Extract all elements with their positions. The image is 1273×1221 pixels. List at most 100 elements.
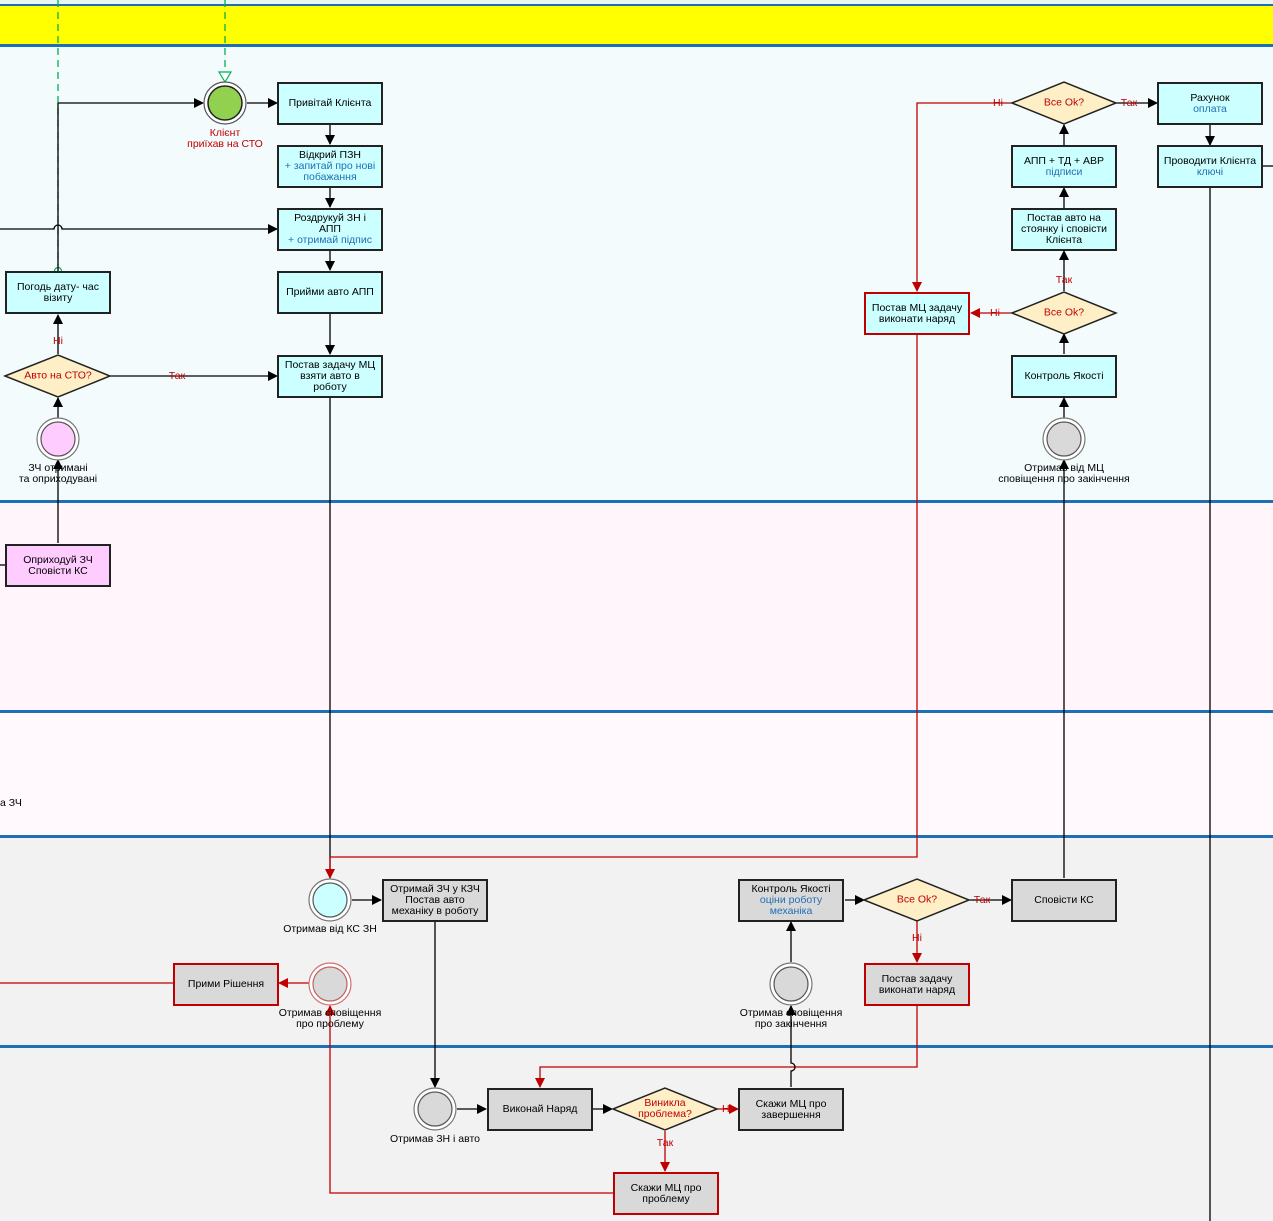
event-got-zn-car [413,1087,457,1131]
task-quality-kc[interactable]: Контроль Якості [1011,355,1117,398]
event-mc-problem-label: Отримав сповіщення про проблему [279,1008,382,1030]
task-subtitle: підписи [1045,165,1083,178]
lane-master [0,838,1273,1045]
event-label-line1: Отримав від МЦ [1024,462,1104,474]
flow-label-yes: Так [656,1137,674,1149]
event-mc-problem [308,962,352,1006]
lane-separator [0,500,1273,503]
gateway-problem-label: Виникла проблема? [638,1097,692,1120]
flow-label-yes: Так [973,894,991,906]
task-title: Оприходуй ЗЧ Сповісти КС [23,553,93,577]
task-subtitle: оплата [1193,102,1227,115]
task-title: Постав задачу виконати наряд [878,972,956,996]
task-tell-done[interactable]: Скажи МЦ про завершення [738,1088,844,1131]
gateway-all-ok-mech-label: Все Ok? [896,893,938,906]
event-label-line2: та оприходувані [18,473,98,485]
gateway-problem [610,1087,720,1131]
gateway-all-ok-top-label: Все Ok? [1043,96,1085,109]
task-assign-mc[interactable]: Постав задачу МЦ взяти авто в роботу [277,355,383,398]
lane-separator [0,4,1273,6]
gateway-all-ok-mid-label: Все Ok? [1043,306,1085,319]
event-label-line1: ЗЧ отримані [28,462,88,474]
event-mc-done-kc [1042,417,1086,461]
task-title: Контроль Якості [751,883,831,895]
flow-label-no: Ні [990,307,1000,319]
task-subtitle: + отримай підпис [288,234,372,246]
task-greet-client[interactable]: Привітай Клієнта [277,82,383,125]
gateway-all-ok-mech [861,878,972,922]
task-subtitle: Постав авто механіку в роботу [391,894,479,917]
task-app-td-avr[interactable]: АПП + ТД + АВР підписи [1011,145,1117,188]
lane-separator [0,835,1273,838]
task-subtitle: ключі [1196,165,1224,178]
lane-separator [0,1045,1273,1048]
flow-label-no: Ні [993,97,1003,109]
lane-top-strip [0,0,1273,6]
event-parts-received-label: ЗЧ отримані та оприходувані [19,463,97,485]
start-event-label: Клієнт приїхав на СТО [187,128,263,150]
task-title: Скажи МЦ про завершення [755,1097,827,1121]
task-quality-mc[interactable]: Контроль Якості оціни роботу механіка [738,879,844,922]
event-label-line2: про проблему [296,1018,364,1030]
event-parts-received [36,417,80,461]
task-title: Отримай ЗЧ у КЗЧ [390,883,480,895]
task-title: Рахунок [1190,91,1230,104]
task-get-parts[interactable]: Отримай ЗЧ у КЗЧ Постав авто механіку в … [382,879,488,922]
task-do-work[interactable]: Виконай Наряд [487,1088,593,1131]
edge-text-fragment: а ЗЧ [0,797,22,809]
task-subtitle: оціни роботу механіка [759,894,823,917]
task-open-pzn[interactable]: Відкрий ПЗН + запитай про нові побажання [277,145,383,188]
task-title: Постав МЦ задачу виконати наряд [871,301,963,325]
gateway-all-ok-mid [1009,291,1119,335]
task-title: Скажи МЦ про проблему [630,1181,702,1205]
task-accept-car[interactable]: Прийми авто АПП [277,271,383,314]
task-title: Постав задачу МЦ взяти авто в роботу [284,359,376,393]
task-print-zn-app[interactable]: Роздрукуй ЗН і АПП + отримай підпис [277,208,383,251]
task-title: Постав авто на стоянку і сповісти Клієнт… [1020,212,1107,246]
start-event [203,81,247,125]
task-title: Погодь дату- час візиту [17,280,99,304]
event-mc-done-kc-label: Отримав від МЦ сповіщення про закінчення [998,463,1130,485]
lane-parts [0,503,1273,710]
flow-label-yes: Так [1120,97,1138,109]
event-mc-done-mech-label: Отримав сповіщення про закінчення [740,1008,843,1030]
flow-label-yes: Так [1055,274,1073,286]
task-invoice[interactable]: Рахунок оплата [1157,82,1263,125]
start-event-label-line2: приїхав на СТО [187,138,263,150]
task-title: Прийми авто АПП [286,286,374,298]
task-subtitle: + запитай про нові побажання [284,160,376,183]
event-label-line1: Отримав сповіщення [739,1007,843,1019]
gateway-car-at-sto [2,354,113,398]
task-park-car[interactable]: Постав авто на стоянку і сповісти Клієнт… [1011,208,1117,251]
flow-label-no: Ні [912,932,922,944]
task-receive-parts[interactable]: Оприходуй ЗЧ Сповісти КС [5,544,111,587]
flow-label-yes: Так [168,370,186,382]
lane-warehouse [0,713,1273,835]
event-label-line2: сповіщення про закінчення [998,473,1130,485]
task-title: Прими Рішення [187,978,265,990]
task-title: Проводити Клієнта [1163,154,1257,167]
task-mech-redo[interactable]: Постав задачу виконати наряд [864,963,970,1006]
event-got-zn-car-label: Отримав ЗН і авто [389,1133,481,1145]
start-event-label-line1: Клієнт [209,127,241,139]
task-agree-date[interactable]: Погодь дату- час візиту [5,271,111,314]
task-title: Сповісти КС [1034,894,1094,906]
task-mc-redo-top[interactable]: Постав МЦ задачу виконати наряд [864,292,970,335]
task-notify-kc[interactable]: Сповісти КС [1011,879,1117,922]
task-see-off-client[interactable]: Проводити Клієнта ключі [1157,145,1263,188]
task-title: Відкрий ПЗН [298,149,361,161]
task-title: Виконай Наряд [502,1103,578,1115]
flow-label-no: Ні [53,335,63,347]
event-mc-done-mech [769,962,813,1006]
lane-separator [0,710,1273,713]
event-got-from-kc-label: Отримав від КС ЗН [283,923,377,935]
task-title: АПП + ТД + АВР [1023,154,1105,167]
event-label-line1: Отримав сповіщення [278,1007,382,1019]
task-decide[interactable]: Прими Рішення [173,963,279,1006]
task-title: Роздрукуй ЗН і АПП [294,212,366,235]
lane-separator [0,44,1273,47]
gateway-all-ok-top [1009,81,1119,125]
task-tell-problem[interactable]: Скажи МЦ про проблему [613,1172,719,1215]
event-label-line2: про закінчення [754,1018,828,1030]
